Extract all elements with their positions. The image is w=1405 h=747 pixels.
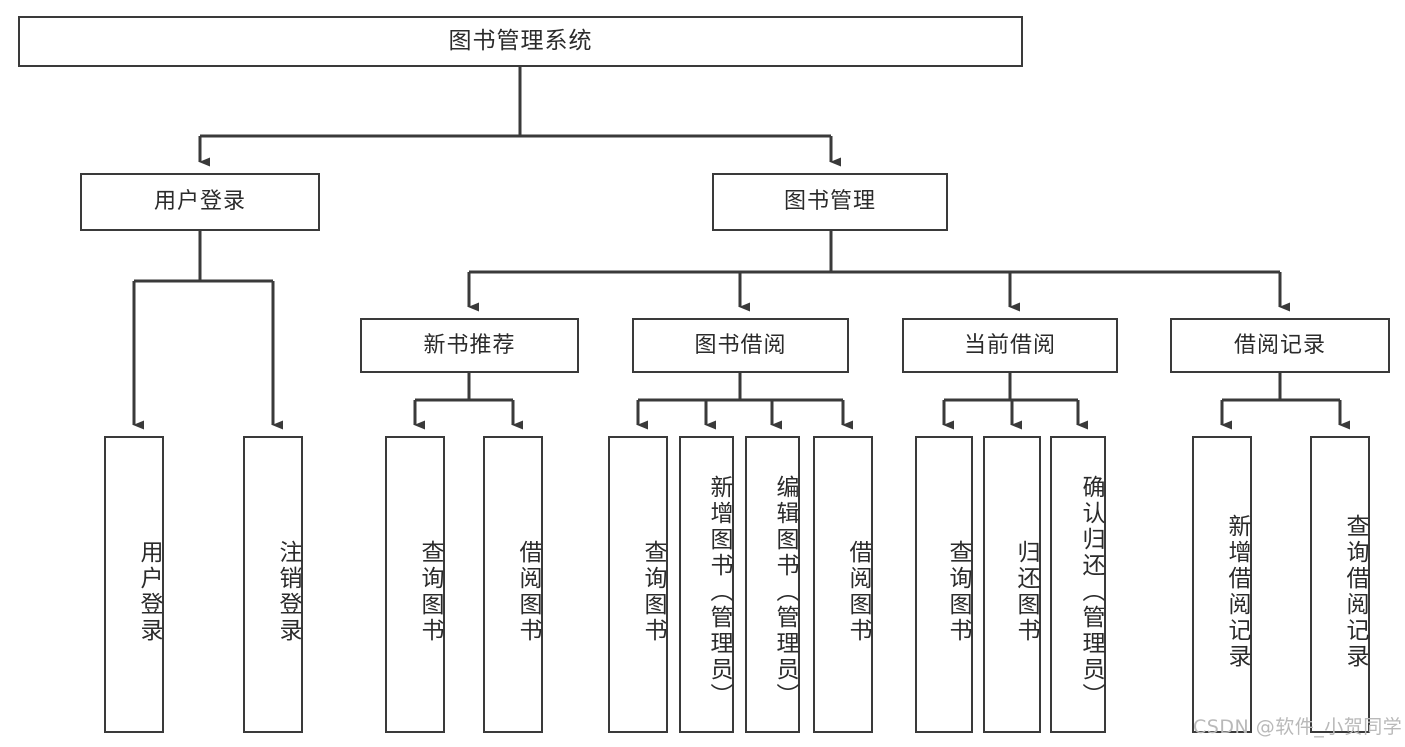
node-new-book-rec[interactable]: 新书推荐 [360, 318, 579, 373]
node-add-book[interactable]: 新增图书（管理员） [679, 436, 734, 733]
node-user-login[interactable]: 用户登录 [80, 173, 320, 231]
node-edit-book[interactable]: 编辑图书（管理员） [745, 436, 800, 733]
node-confirm-return[interactable]: 确认归还（管理员） [1050, 436, 1106, 733]
node-book-manage[interactable]: 图书管理 [712, 173, 948, 231]
node-query-book-1[interactable]: 查询图书 [385, 436, 445, 733]
node-current-borrow[interactable]: 当前借阅 [902, 318, 1118, 373]
node-query-borrow-record[interactable]: 查询借阅记录 [1310, 436, 1370, 733]
watermark-text: CSDN @软件_小贺同学 [1193, 716, 1403, 738]
node-borrow-record[interactable]: 借阅记录 [1170, 318, 1390, 373]
node-add-borrow-record[interactable]: 新增借阅记录 [1192, 436, 1252, 733]
node-borrow-book-2[interactable]: 借阅图书 [813, 436, 873, 733]
node-user-login-leaf[interactable]: 用户登录 [104, 436, 164, 733]
node-return-book[interactable]: 归还图书 [983, 436, 1041, 733]
node-query-book-3[interactable]: 查询图书 [915, 436, 973, 733]
node-query-book-2[interactable]: 查询图书 [608, 436, 668, 733]
node-borrow-book-1[interactable]: 借阅图书 [483, 436, 543, 733]
node-root[interactable]: 图书管理系统 [18, 16, 1023, 67]
node-book-borrow[interactable]: 图书借阅 [632, 318, 849, 373]
node-user-logout-leaf[interactable]: 注销登录 [243, 436, 303, 733]
